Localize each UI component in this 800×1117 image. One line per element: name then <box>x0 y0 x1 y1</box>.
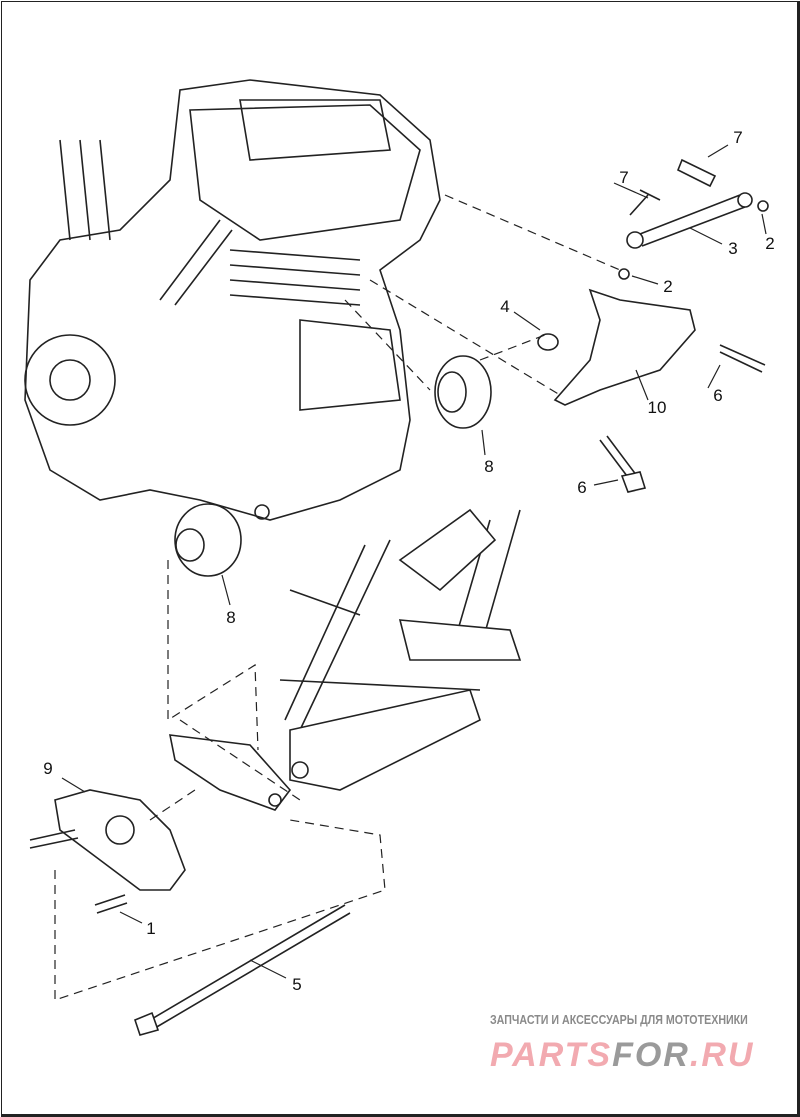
watermark-logo-part: .RU <box>689 1036 755 1074</box>
callout-7: 7 <box>733 128 743 147</box>
callout-5: 5 <box>292 975 302 994</box>
watermark-subtitle: ЗАПЧАСТИ И АКСЕССУАРЫ ДЛЯ МОТОТЕХНИКИ <box>490 1012 748 1027</box>
rear-mount-link <box>618 158 769 280</box>
watermark-logo: PARTSFOR.RU <box>490 1036 754 1074</box>
front-mount-9 <box>29 789 186 914</box>
callout-8: 8 <box>484 457 494 476</box>
frame-tubes <box>168 508 522 811</box>
watermark-logo-part: PARTS <box>490 1036 613 1074</box>
watermark-logo-part: FOR <box>612 1036 690 1074</box>
callout-8: 8 <box>226 608 236 627</box>
callout-1: 1 <box>146 919 156 938</box>
through-bolt-5 <box>134 904 351 1036</box>
leader-lines <box>61 144 767 979</box>
callout-2: 2 <box>765 234 775 253</box>
engine <box>24 79 441 521</box>
callout-2: 2 <box>663 277 673 296</box>
callout-6: 6 <box>577 478 587 497</box>
callout-4: 4 <box>500 297 510 316</box>
callout-10: 10 <box>647 398 667 417</box>
dashed-alignment-lines <box>54 194 621 1001</box>
bracket-10 <box>553 288 766 493</box>
callout-6: 6 <box>713 386 723 405</box>
callout-3: 3 <box>728 239 738 258</box>
isolators <box>174 333 559 577</box>
callout-9: 9 <box>43 759 53 778</box>
callout-7: 7 <box>619 168 629 187</box>
